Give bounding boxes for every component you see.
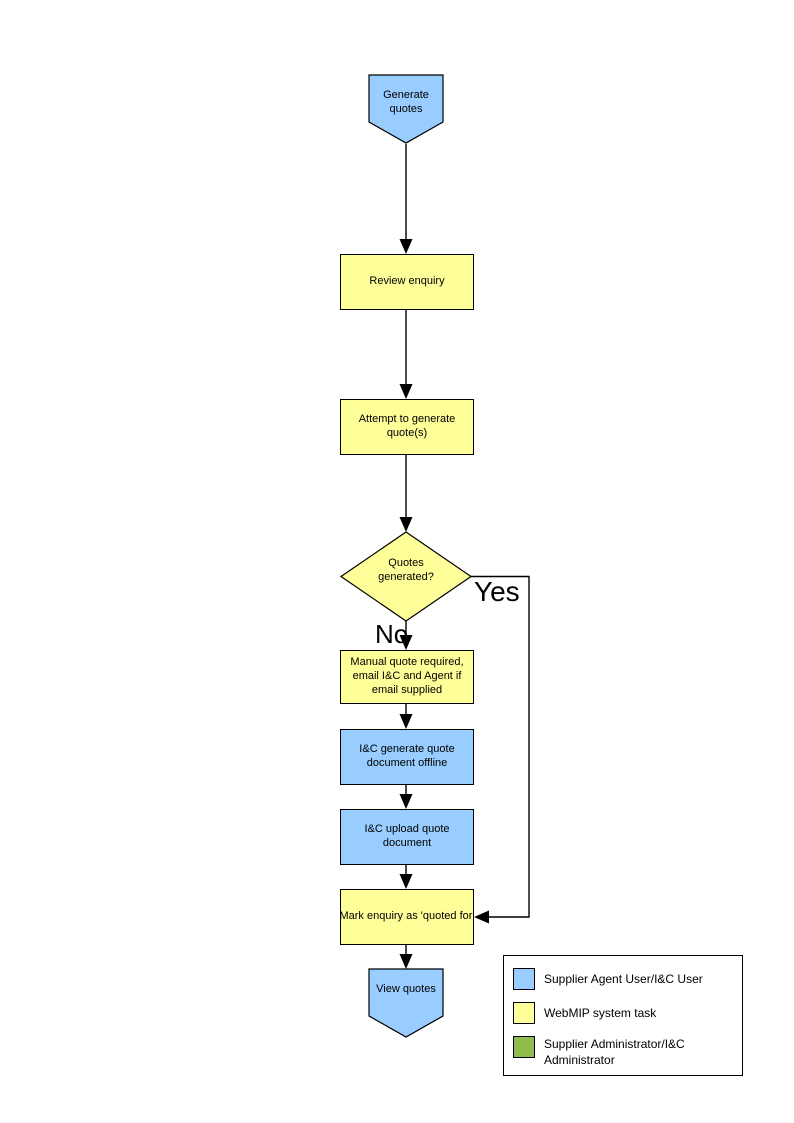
legend-item-webmip-task: WebMIP system task [513, 1002, 656, 1024]
legend-swatch-yellow [513, 1002, 535, 1024]
arrowhead-upload-to-mark [399, 874, 413, 889]
node-ic-upload-quote: I&C upload quote document [340, 809, 474, 865]
legend-item-supplier-agent: Supplier Agent User/I&C User [513, 968, 703, 990]
node-view-quotes-label: View quotes [376, 983, 436, 995]
node-manual-quote: Manual quote required, email I&C and Age… [340, 650, 474, 704]
decision-diamond-shape [339, 531, 473, 622]
arrowhead-start-to-review [399, 239, 413, 254]
branch-label-yes: Yes [474, 576, 520, 607]
legend-swatch-green [513, 1036, 535, 1058]
arrowhead-decision-yes-to-mark [474, 910, 489, 924]
branch-label-no: No [375, 619, 409, 649]
node-attempt-generate: Attempt to generate quote(s) [340, 399, 474, 455]
edge-decision-yes-to-mark [471, 575, 530, 918]
arrowhead-attempt-to-decision [399, 517, 413, 532]
arrowhead-review-to-attempt [399, 384, 413, 399]
legend-item-supplier-admin: Supplier Administrator/I&C Administrator [513, 1036, 724, 1068]
legend-swatch-blue [513, 968, 535, 990]
arrowhead-offline-to-upload [399, 794, 413, 809]
arrowhead-decision-no-to-manual [399, 635, 413, 650]
arrowhead-mark-to-end [399, 954, 413, 969]
end-connector-shape [368, 968, 444, 1038]
start-connector-shape [368, 74, 444, 144]
legend: Supplier Agent User/I&C User WebMIP syst… [503, 955, 743, 1076]
node-ic-generate-offline: I&C generate quote document offline [340, 729, 474, 785]
legend-label: Supplier Agent User/I&C User [544, 972, 703, 986]
legend-label: WebMIP system task [544, 1006, 657, 1020]
legend-label: Supplier Administrator/I&C Administrator [544, 1037, 685, 1067]
node-quotes-generated-label: Quotes generated? [378, 557, 434, 584]
arrowhead-manual-to-offline [399, 714, 413, 729]
node-generate-quotes-label: Generate quotes [383, 89, 429, 116]
node-mark-quoted-for: Mark enquiry as 'quoted for' [339, 889, 475, 945]
node-review-enquiry: Review enquiry [340, 254, 474, 310]
